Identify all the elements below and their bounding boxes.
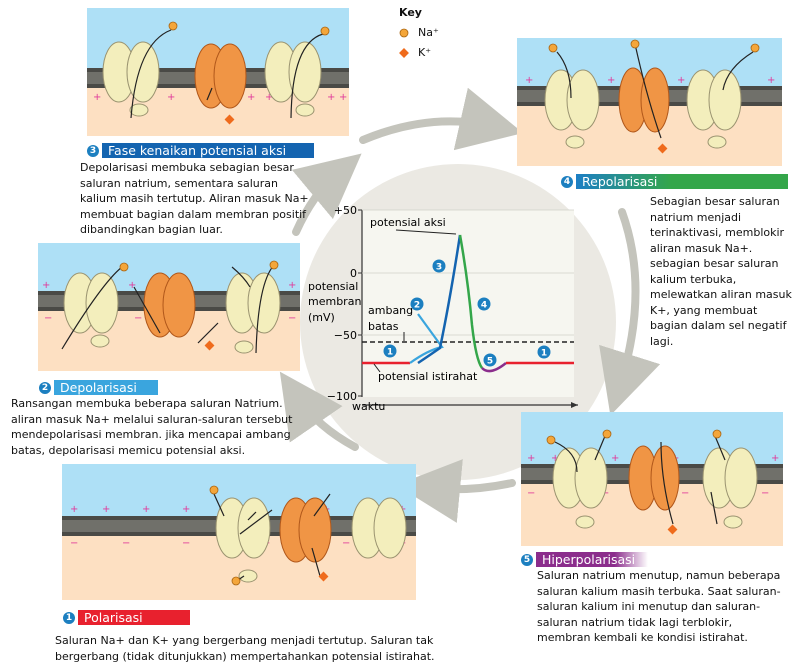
step5-description: Saluran natrium menutup, namun beberapa … [537, 569, 781, 644]
rising-phase-curve [417, 234, 462, 365]
legend-na-label: Na⁺ [418, 26, 439, 39]
marker-1a: 1 [387, 348, 393, 358]
step1-description: Saluran Na+ dan K+ yang bergerbang menja… [55, 634, 435, 663]
step4-header: 4 Repolarisasi [561, 174, 788, 189]
marker-5: 5 [487, 357, 493, 367]
label-threshold-line2: batas [368, 320, 399, 333]
svg-text:−: − [527, 488, 535, 499]
svg-text:+: + [525, 75, 533, 86]
cycle-arrow-5-to-1 [396, 459, 516, 523]
step3-description: Depolarisasi membuka sebagian besar salu… [80, 161, 309, 236]
svg-text:−: − [288, 313, 296, 324]
action-potential-graph: +50 0 −50 −100 potensial membran (mV) wa… [308, 204, 578, 413]
svg-text:+: + [167, 92, 175, 103]
svg-text:+: + [327, 92, 335, 103]
svg-text:+: + [265, 92, 273, 103]
svg-text:+: + [93, 92, 101, 103]
panel-step5-illustration: ++++++ −−−− [521, 412, 783, 546]
depolarization-curve [409, 313, 444, 364]
y-axis-label-line1: potensial [308, 280, 358, 293]
step5-number: 5 [521, 553, 533, 566]
svg-text:+: + [771, 453, 779, 464]
svg-text:+: + [339, 92, 347, 103]
step2-description: Ransangan membuka beberapa saluran Natri… [11, 397, 293, 457]
svg-text:−: − [134, 313, 142, 324]
svg-text:−: − [761, 488, 769, 499]
svg-text:−: − [182, 538, 190, 549]
svg-text:+: + [142, 504, 150, 515]
marker-2: 2 [414, 301, 420, 311]
svg-text:+: + [677, 75, 685, 86]
legend: Key Na⁺ K⁺ [396, 6, 466, 66]
cycle-arrow-4-to-5 [599, 208, 661, 416]
step1-title: Polarisasi [78, 610, 190, 625]
legend-title: Key [399, 6, 422, 19]
step2-number: 2 [39, 381, 51, 394]
svg-text:+: + [70, 504, 78, 515]
svg-text:+: + [527, 453, 535, 464]
tick-minus50: −50 [334, 329, 357, 342]
svg-text:−: − [70, 538, 78, 549]
svg-text:+: + [551, 453, 559, 464]
hyperpolarization-curve [481, 362, 507, 373]
cycle-arrow-1-to-2 [279, 371, 359, 451]
cycle-arrow-3-to-4 [359, 87, 524, 151]
svg-text:+: + [128, 280, 136, 291]
step1-header: 1 Polarisasi [63, 610, 190, 625]
step2-title: Depolarisasi [54, 380, 158, 395]
marker-1b: 1 [541, 349, 547, 359]
cycle-arrow-2-to-3 [291, 153, 362, 236]
repolarization-curve [458, 234, 484, 369]
step1-number: 1 [63, 611, 75, 624]
x-axis-label: waktu [352, 400, 385, 413]
panel-step4-illustration: ++++++ [517, 38, 782, 166]
panel-step3-illustration: +++++++ [87, 8, 349, 136]
legend-k-label: K⁺ [418, 46, 432, 59]
step3-number: 3 [87, 144, 99, 157]
svg-text:+: + [288, 280, 296, 291]
marker-4: 4 [481, 301, 487, 311]
label-rest: potensial istirahat [378, 370, 478, 383]
step3-title: Fase kenaikan potensial aksi [102, 143, 314, 158]
svg-text:+: + [767, 75, 775, 86]
sodium-ion-icon [399, 28, 409, 38]
tick-plus50: +50 [334, 204, 357, 217]
step5-title: Hiperpolarisasi [536, 552, 648, 567]
panel-step1-illustration: ++++++++ −−−−−− [62, 464, 416, 600]
tick-minus100: −100 [327, 390, 357, 403]
step4-number: 4 [561, 175, 573, 188]
label-threshold-line1: ambang [368, 304, 413, 317]
potassium-ion-icon [399, 48, 409, 58]
svg-text:+: + [182, 504, 190, 515]
marker-3: 3 [436, 263, 442, 273]
step2-header: 2 Depolarisasi [39, 380, 158, 395]
step4-title: Repolarisasi [576, 174, 788, 189]
svg-text:+: + [611, 453, 619, 464]
svg-text:+: + [102, 504, 110, 515]
svg-text:−: − [44, 313, 52, 324]
y-axis-label-line2: membran [308, 295, 361, 308]
svg-text:−: − [122, 538, 130, 549]
step3-header: 3 Fase kenaikan potensial aksi [87, 143, 314, 158]
step4-description: Sebagian besar saluran natrium menjadi t… [650, 195, 792, 348]
svg-text:−: − [681, 488, 689, 499]
step5-header: 5 Hiperpolarisasi [521, 552, 648, 567]
svg-text:+: + [607, 75, 615, 86]
panel-step2-illustration: ++++ −−−− [38, 243, 300, 371]
svg-text:−: − [342, 538, 350, 549]
label-peak: potensial aksi [370, 216, 446, 229]
tick-0: 0 [350, 267, 357, 280]
svg-text:+: + [247, 92, 255, 103]
y-axis-label-line3: (mV) [308, 311, 335, 324]
svg-text:+: + [42, 280, 50, 291]
